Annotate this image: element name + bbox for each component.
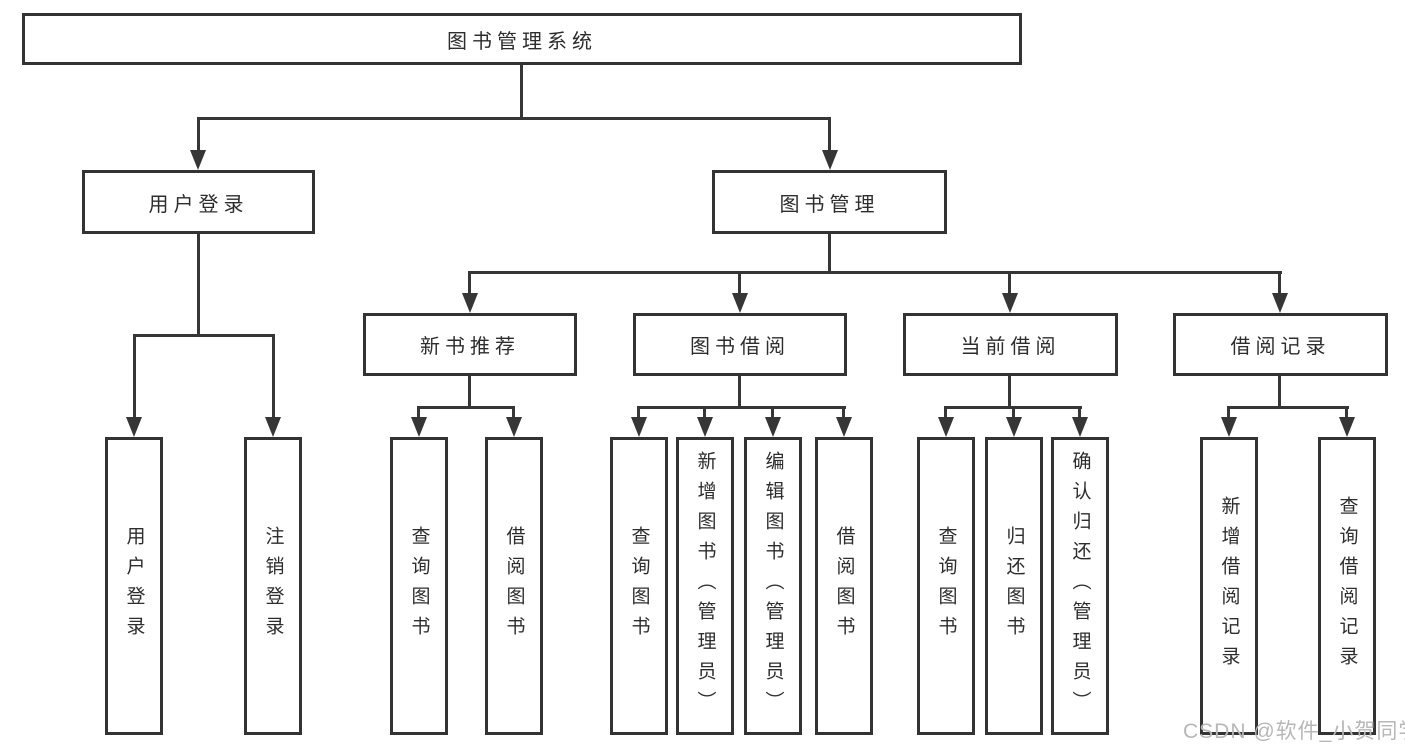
leaf-br-query-record: 查询借阅记录 [1318,437,1376,735]
leaf-cb-query-books: 查询图书 [917,437,975,735]
connector-drop-bb-edit [771,406,774,426]
connector-drop-cb-return [1012,406,1015,426]
leaf-bb-query-books-label: 查询图书 [628,526,650,646]
leaf-nb-borrow-books-label: 借阅图书 [503,526,525,646]
node-book-mgmt-label: 图书管理 [779,193,880,216]
connector-book-mgmt-trunk [828,234,831,274]
leaf-bb-borrow-books: 借阅图书 [815,437,873,735]
connector-root-branch [197,117,831,120]
node-book-mgmt: 图书管理 [712,170,947,234]
node-new-books-label: 新书推荐 [420,336,520,358]
connector-borrow-records-trunk [1278,376,1281,409]
leaf-nb-query-books-label: 查询图书 [408,526,430,646]
connector-drop-bb-borrow [842,406,845,426]
connector-current-borrow-trunk [1008,376,1011,409]
arrowhead-logout [265,417,281,437]
arrowhead-cb-confirm [1072,417,1088,437]
arrowhead-br-add [1221,417,1237,437]
arrowhead-bb-query [631,417,647,437]
connector-drop-cb-confirm [1078,406,1081,426]
arrowhead-br-query [1339,417,1355,437]
leaf-logout: 注销登录 [244,437,302,735]
leaf-bb-edit-books-admin-label: 编辑图书（管理员） [762,451,784,721]
connector-new-books-trunk [468,376,471,409]
connector-drop-br-add [1227,406,1230,426]
node-root: 图书管理系统 [22,13,1022,65]
leaf-user-login-label: 用户登录 [123,526,145,646]
arrowhead-book-mgmt [822,150,838,170]
connector-book-mgmt-branch [468,271,1282,274]
leaf-user-login: 用户登录 [105,437,163,735]
connector-borrow-records-branch [1227,406,1349,409]
node-new-books: 新书推荐 [363,313,577,376]
connector-drop-cb-query [944,406,947,426]
leaf-bb-add-books-admin: 新增图书（管理员） [676,437,734,735]
connector-drop-borrow-records [1278,271,1281,297]
node-borrow-records: 借阅记录 [1173,313,1388,376]
arrowhead-current-borrow [1002,293,1018,313]
leaf-br-query-record-label: 查询借阅记录 [1336,496,1358,676]
node-current-borrow: 当前借阅 [903,313,1118,376]
connector-drop-bb-add [703,406,706,426]
arrowhead-login [126,417,142,437]
connector-drop-book-mgmt [828,117,831,155]
leaf-cb-return-books: 归还图书 [985,437,1043,735]
arrowhead-cb-query [938,417,954,437]
arrowhead-bb-borrow [836,417,852,437]
leaf-cb-query-books-label: 查询图书 [935,526,957,646]
arrowhead-nb-query [411,417,427,437]
leaf-nb-borrow-books: 借阅图书 [485,437,543,735]
leaf-br-add-record-label: 新增借阅记录 [1218,496,1240,676]
connector-drop-login [133,334,136,424]
leaf-br-add-record: 新增借阅记录 [1200,437,1258,735]
leaf-cb-confirm-return-admin: 确认归还（管理员） [1051,437,1109,735]
arrowhead-bb-edit [765,417,781,437]
leaf-logout-label: 注销登录 [262,526,284,646]
leaf-cb-return-books-label: 归还图书 [1003,526,1025,646]
leaf-bb-query-books: 查询图书 [610,437,668,735]
leaf-cb-confirm-return-admin-label: 确认归还（管理员） [1069,451,1091,721]
connector-drop-nb-borrow [512,406,515,426]
connector-drop-new-books [468,271,471,297]
connector-root-trunk [520,63,523,119]
node-current-borrow-label: 当前借阅 [960,336,1061,358]
node-root-label: 图书管理系统 [447,30,597,53]
connector-book-borrow-branch [637,406,846,409]
connector-book-borrow-trunk [738,376,741,409]
connector-drop-nb-query [417,406,420,426]
connector-user-login-branch [133,334,275,337]
connector-drop-current-borrow [1008,271,1011,297]
leaf-bb-borrow-books-label: 借阅图书 [833,526,855,646]
arrowhead-bb-add [697,417,713,437]
arrowhead-new-books [462,293,478,313]
arrowhead-borrow-records [1272,293,1288,313]
arrowhead-cb-return [1006,417,1022,437]
connector-drop-book-borrow [738,271,741,297]
arrowhead-user-login [190,150,206,170]
connector-drop-logout [272,334,275,424]
node-user-login-label: 用户登录 [148,193,249,216]
connector-drop-user-login [197,117,200,155]
connector-user-login-trunk [197,233,200,337]
arrowhead-book-borrow [732,293,748,313]
leaf-bb-edit-books-admin: 编辑图书（管理员） [744,437,802,735]
node-user-login: 用户登录 [82,170,315,234]
node-book-borrow-label: 图书借阅 [690,336,790,358]
leaf-nb-query-books: 查询图书 [390,437,448,735]
node-borrow-records-label: 借阅记录 [1230,336,1331,358]
connector-drop-br-query [1345,406,1348,426]
csdn-watermark: CSDN @软件_小贺同学 [1183,720,1405,743]
connector-new-books-branch [417,406,515,409]
node-book-borrow: 图书借阅 [633,313,847,376]
connector-drop-bb-query [637,406,640,426]
leaf-bb-add-books-admin-label: 新增图书（管理员） [694,451,716,721]
arrowhead-nb-borrow [506,417,522,437]
